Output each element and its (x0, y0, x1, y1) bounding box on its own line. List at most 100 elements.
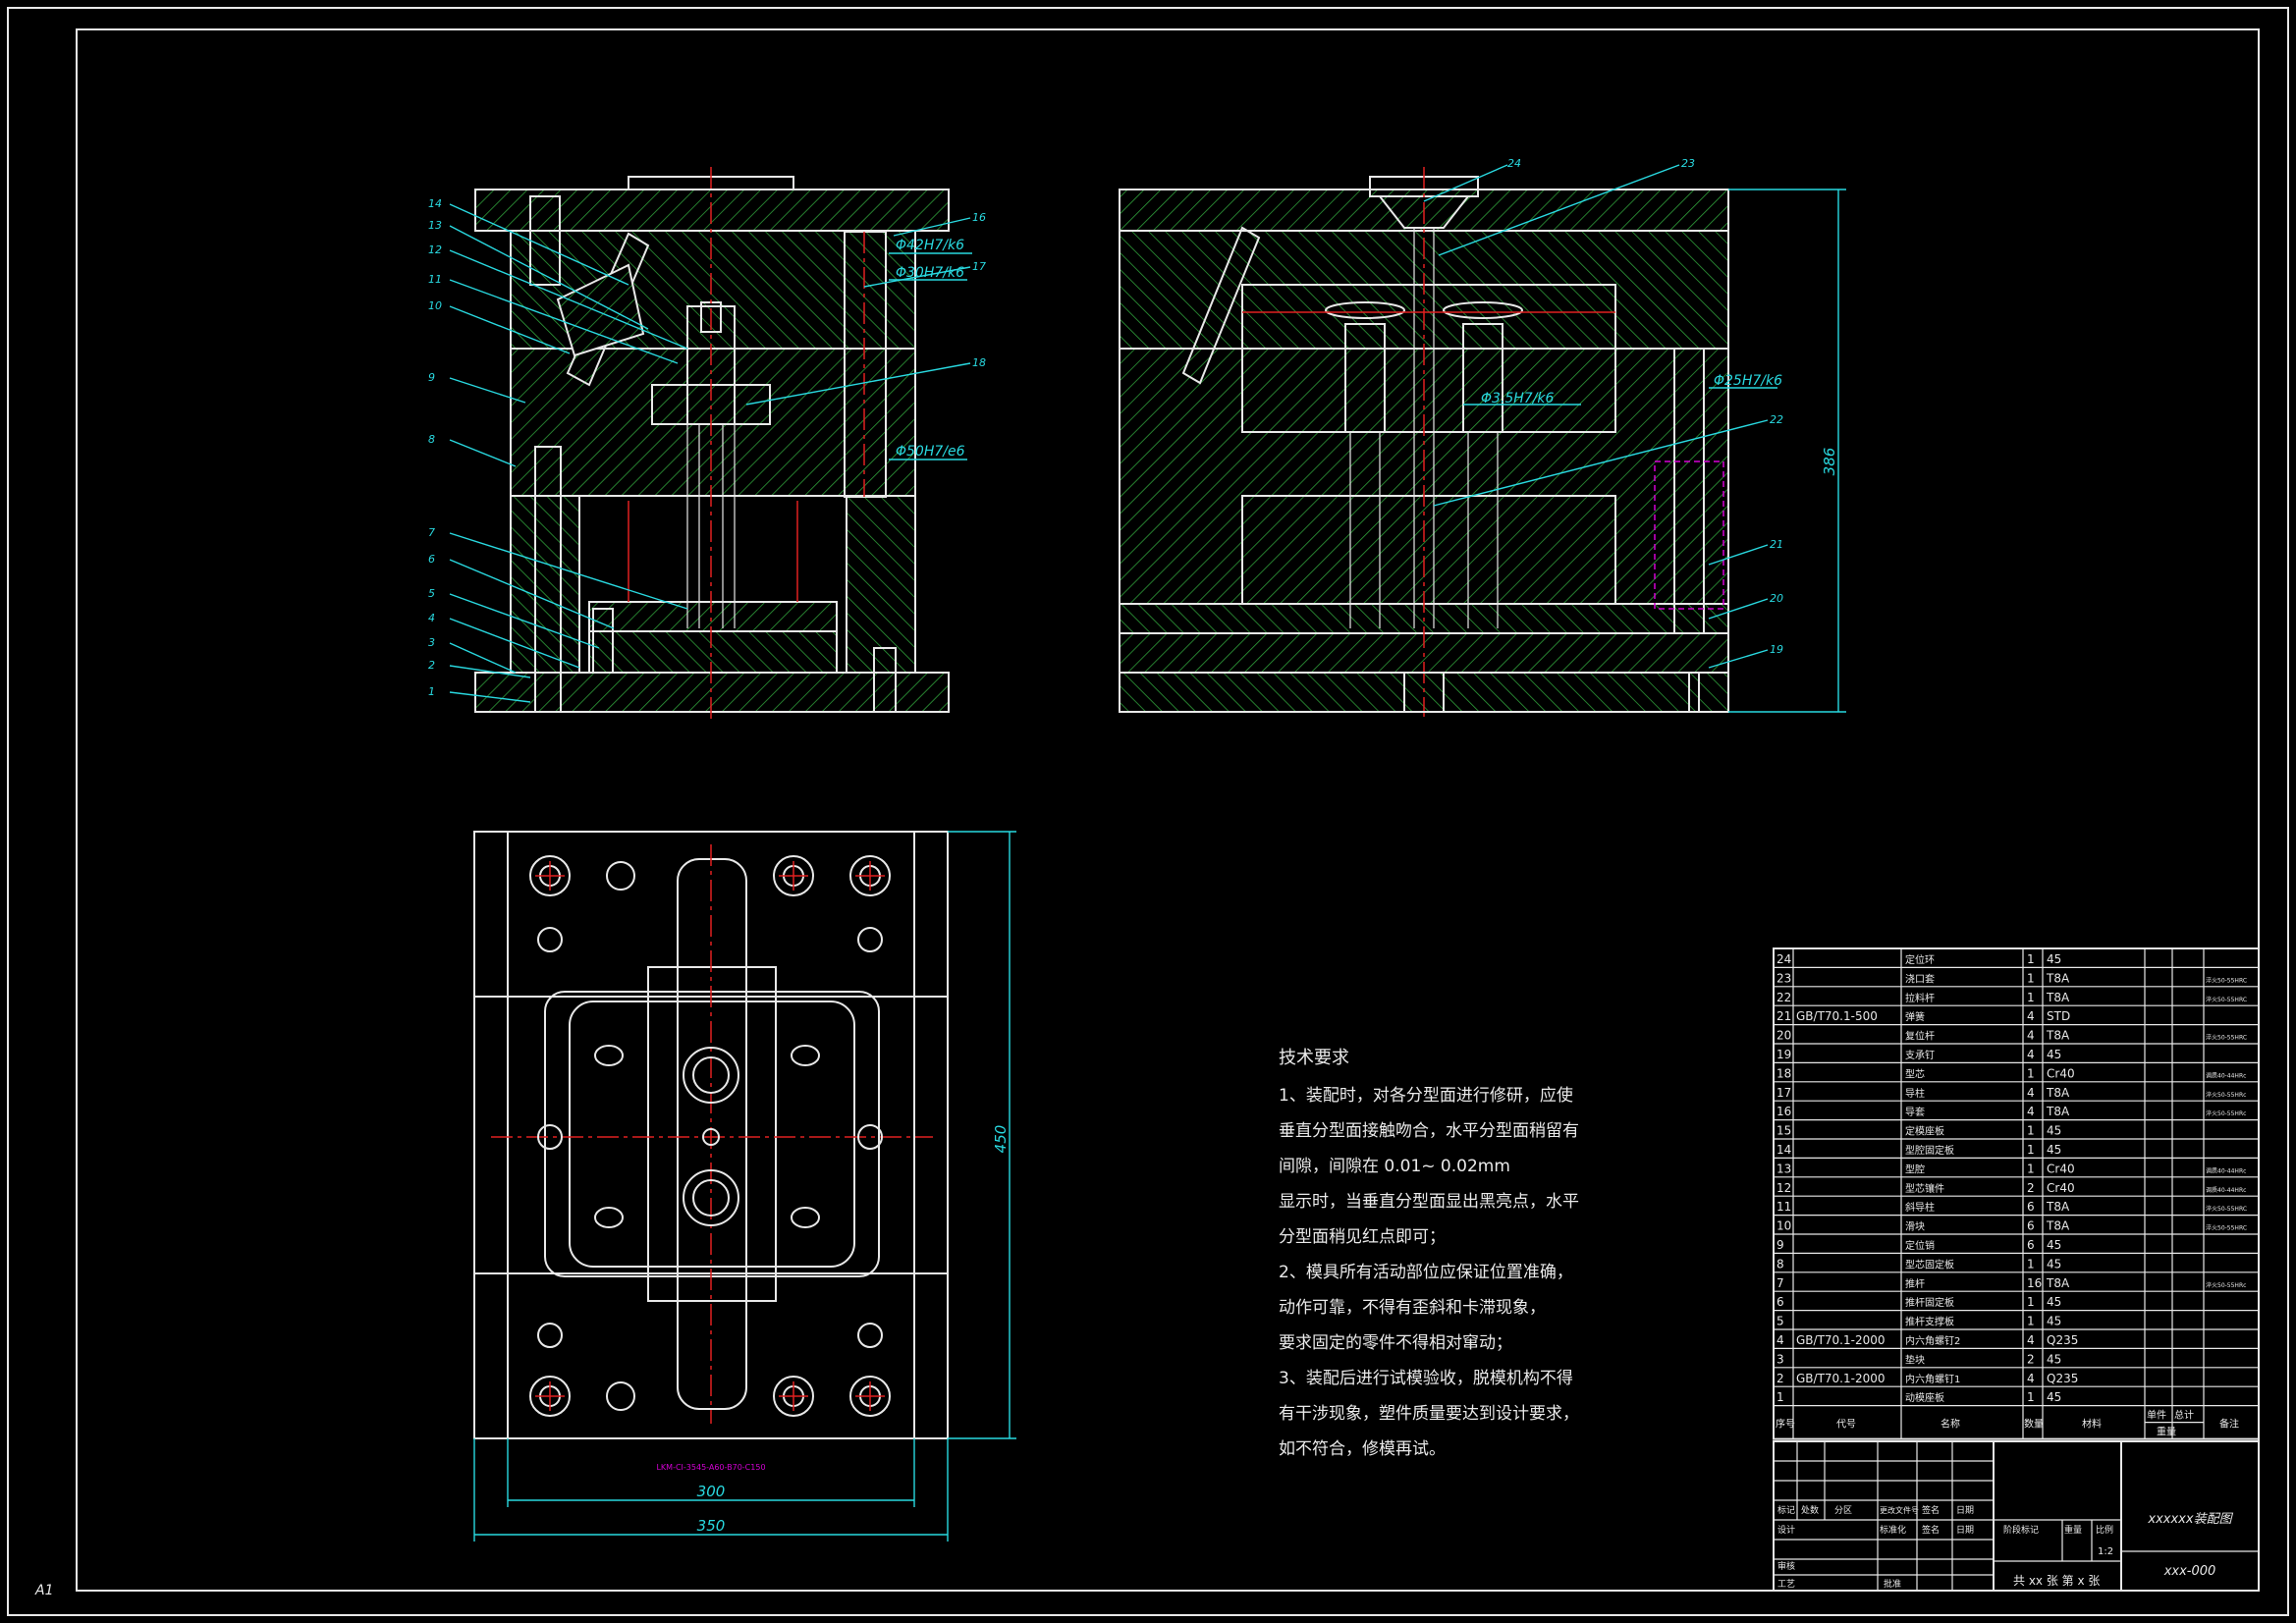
bom-item-material: 45 (2047, 1352, 2061, 1366)
svg-text:签名: 签名 (1922, 1504, 1940, 1516)
bom-item-code: GB/T70.1-500 (1796, 1009, 1878, 1023)
bom-item-qty: 1 (2027, 1162, 2035, 1175)
inner-frame (76, 28, 2260, 1592)
tech-line: 垂直分型面接触吻合，水平分型面稍留有 (1279, 1121, 1579, 1141)
bom-item-material: T8A (2046, 1029, 2070, 1043)
bom-item-number: 2 (1777, 1372, 1784, 1385)
svg-text:21: 21 (1770, 538, 1783, 551)
drawing-number: xxx-000 (2163, 1564, 2216, 1579)
bom-item-name: 复位杆 (1905, 1030, 1935, 1043)
bom-item-qty: 4 (2027, 1029, 2035, 1043)
svg-text:日期: 日期 (1956, 1505, 1974, 1516)
bom-item-material: T8A (2046, 1276, 2070, 1290)
bom-item-material: T8A (2046, 1086, 2070, 1100)
fit-label-4: Φ25H7/k6 (1714, 373, 1782, 389)
svg-text:6: 6 (428, 553, 435, 566)
bom-item-material: T8A (2046, 991, 2070, 1004)
bom-item-number: 20 (1777, 1029, 1791, 1043)
bom-item-material: 45 (2047, 1390, 2061, 1404)
sheet-count: 共 xx 张 第 x 张 (2013, 1574, 2100, 1588)
plan-height-dimension: 450 (992, 1125, 1010, 1154)
bom-item-material: Q235 (2047, 1333, 2078, 1347)
tech-line: 3、装配后进行试模验收，脱模机构不得 (1279, 1369, 1573, 1388)
mold-base-label: LKM-CI-3545-A60-B70-C150 (656, 1463, 765, 1472)
bom-header-material: 材料 (2082, 1418, 2102, 1431)
bom-item-number: 9 (1777, 1238, 1784, 1252)
bom-item-qty: 1 (2027, 1257, 2035, 1271)
svg-text:7: 7 (428, 526, 435, 539)
svg-text:重量: 重量 (2064, 1524, 2082, 1536)
svg-text:审核: 审核 (1777, 1560, 1795, 1572)
bom-item-material: 45 (2047, 1048, 2061, 1061)
bom-item-material: Cr40 (2047, 1181, 2075, 1195)
bom-item-number: 8 (1777, 1257, 1784, 1271)
svg-text:分区: 分区 (1834, 1505, 1852, 1516)
plan-width-outer: 350 (697, 1517, 726, 1535)
fit-label-1: Φ42H7/k6 (896, 238, 964, 253)
bom-item-number: 13 (1777, 1162, 1791, 1175)
bom-item-name: 型腔 (1905, 1163, 1925, 1175)
bom-item-qty: 2 (2027, 1181, 2035, 1195)
bom-item-name: 动模座板 (1905, 1391, 1944, 1404)
bom-item-material: T8A (2046, 1105, 2070, 1118)
bom-item-name: 导柱 (1905, 1087, 1925, 1100)
bom-item-note: 调质40-44HRc (2206, 1071, 2246, 1079)
bom-header-name: 名称 (1941, 1418, 1960, 1431)
bom-item-name: 内六角螺钉1 (1905, 1373, 1960, 1385)
bom-item-qty: 1 (2027, 991, 2035, 1004)
bom-item-qty: 4 (2027, 1333, 2035, 1347)
svg-text:阶段标记: 阶段标记 (2003, 1524, 2039, 1536)
bom-item-qty: 2 (2027, 1352, 2035, 1366)
bom-item-name: 拉料杆 (1905, 992, 1935, 1004)
bom-item-material: 45 (2047, 1295, 2061, 1309)
bom-item-code: GB/T70.1-2000 (1796, 1333, 1886, 1347)
bom-item-note: 淬火50-55HRC (2206, 996, 2247, 1003)
bom-item-name: 定模座板 (1905, 1125, 1944, 1138)
bom-item-qty: 6 (2027, 1200, 2035, 1214)
bom-item-number: 16 (1777, 1105, 1791, 1118)
bom-item-qty: 1 (2027, 1295, 2035, 1309)
bom-item-qty: 1 (2027, 1143, 2035, 1157)
bom-item-number: 6 (1777, 1295, 1784, 1309)
scale-value: 1:2 (2098, 1546, 2113, 1557)
bom-item-name: 推杆固定板 (1905, 1296, 1954, 1309)
bom-item-name: 内六角螺钉2 (1905, 1334, 1960, 1347)
bom-item-number: 24 (1777, 952, 1791, 966)
tech-line: 如不符合，修模再试。 (1279, 1439, 1446, 1459)
bom-item-name: 型芯固定板 (1905, 1258, 1954, 1271)
bom-item-number: 11 (1777, 1200, 1791, 1214)
svg-text:10: 10 (428, 299, 442, 312)
tech-line: 间隙，间隙在 0.01~ 0.02mm (1279, 1157, 1510, 1176)
bom-header-qty: 数量 (2024, 1418, 2044, 1431)
svg-text:5: 5 (428, 587, 435, 600)
bom-item-material: 45 (2047, 1143, 2061, 1157)
tech-line: 要求固定的零件不得相对窜动； (1279, 1333, 1512, 1353)
bom-item-name: 支承钉 (1905, 1050, 1935, 1061)
bom-item-name: 弹簧 (1905, 1010, 1925, 1023)
bom-item-name: 型芯 (1905, 1067, 1925, 1080)
svg-text:比例: 比例 (2096, 1524, 2113, 1536)
bom-item-qty: 4 (2027, 1105, 2035, 1118)
right-section-view: 386 Φ25H7/k6 Φ3.5H7/k6 24 23 22 21 20 19 (1119, 157, 1846, 717)
sheet-size-mark: A1 (34, 1583, 53, 1598)
bom-item-material: 45 (2047, 1238, 2061, 1252)
bom-item-note: 调质40-44HRc (2206, 1186, 2246, 1194)
drawing-name: xxxxxx装配图 (2147, 1512, 2233, 1527)
fit-label-5: Φ3.5H7/k6 (1481, 391, 1555, 406)
svg-text:日期: 日期 (1956, 1525, 1974, 1536)
bom-item-qty: 16 (2027, 1276, 2042, 1290)
svg-text:11: 11 (428, 273, 442, 286)
svg-text:12: 12 (428, 243, 442, 256)
svg-text:标记: 标记 (1777, 1504, 1795, 1516)
bom-item-note: 淬火50-55HRc (2206, 1091, 2246, 1099)
bom-item-number: 4 (1777, 1333, 1784, 1347)
svg-text:13: 13 (428, 219, 442, 232)
svg-text:1: 1 (428, 685, 435, 698)
svg-text:17: 17 (972, 260, 986, 273)
svg-text:标准化: 标准化 (1880, 1524, 1906, 1536)
bom-header-total: 总计 (2174, 1409, 2194, 1422)
bom-item-number: 3 (1777, 1352, 1784, 1366)
bom-item-number: 22 (1777, 991, 1791, 1004)
svg-text:24: 24 (1507, 157, 1521, 170)
